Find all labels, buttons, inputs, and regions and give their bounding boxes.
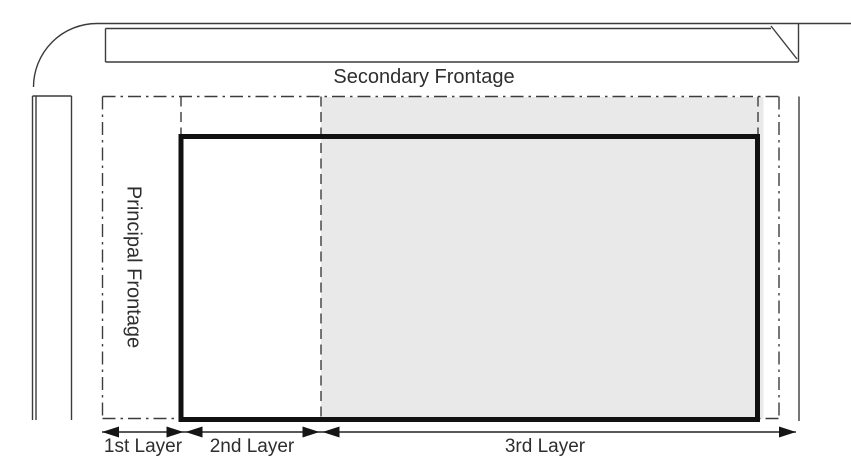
principal-frontage-label: Principal Frontage [123, 186, 145, 348]
principal-street [31, 95, 73, 420]
layer-dimension-line [102, 426, 796, 438]
building-footprint-outline [178, 134, 760, 422]
second-layer-label: 2nd Layer [210, 436, 295, 457]
dimension-arrow-right-icon [302, 426, 320, 438]
layer-boundary-lines [180, 96, 759, 419]
secondary-street [32, 22, 851, 88]
secondary-street-end-diagonal-line [770, 25, 798, 60]
dimension-arrow-right-icon [166, 426, 184, 438]
third-layer-shaded-region [321, 97, 764, 419]
street-corner-curb-arc [32, 22, 98, 88]
dimension-arrow-left-icon [102, 426, 119, 438]
third-layer-label: 3rd Layer [505, 436, 586, 457]
dimension-arrow-left-icon [185, 426, 203, 438]
dimension-arrow-left-icon [322, 426, 340, 438]
dimension-arrow-right-icon [779, 426, 796, 438]
first-layer-label: 1st Layer [104, 436, 183, 457]
secondary-frontage-label: Secondary Frontage [333, 66, 514, 88]
